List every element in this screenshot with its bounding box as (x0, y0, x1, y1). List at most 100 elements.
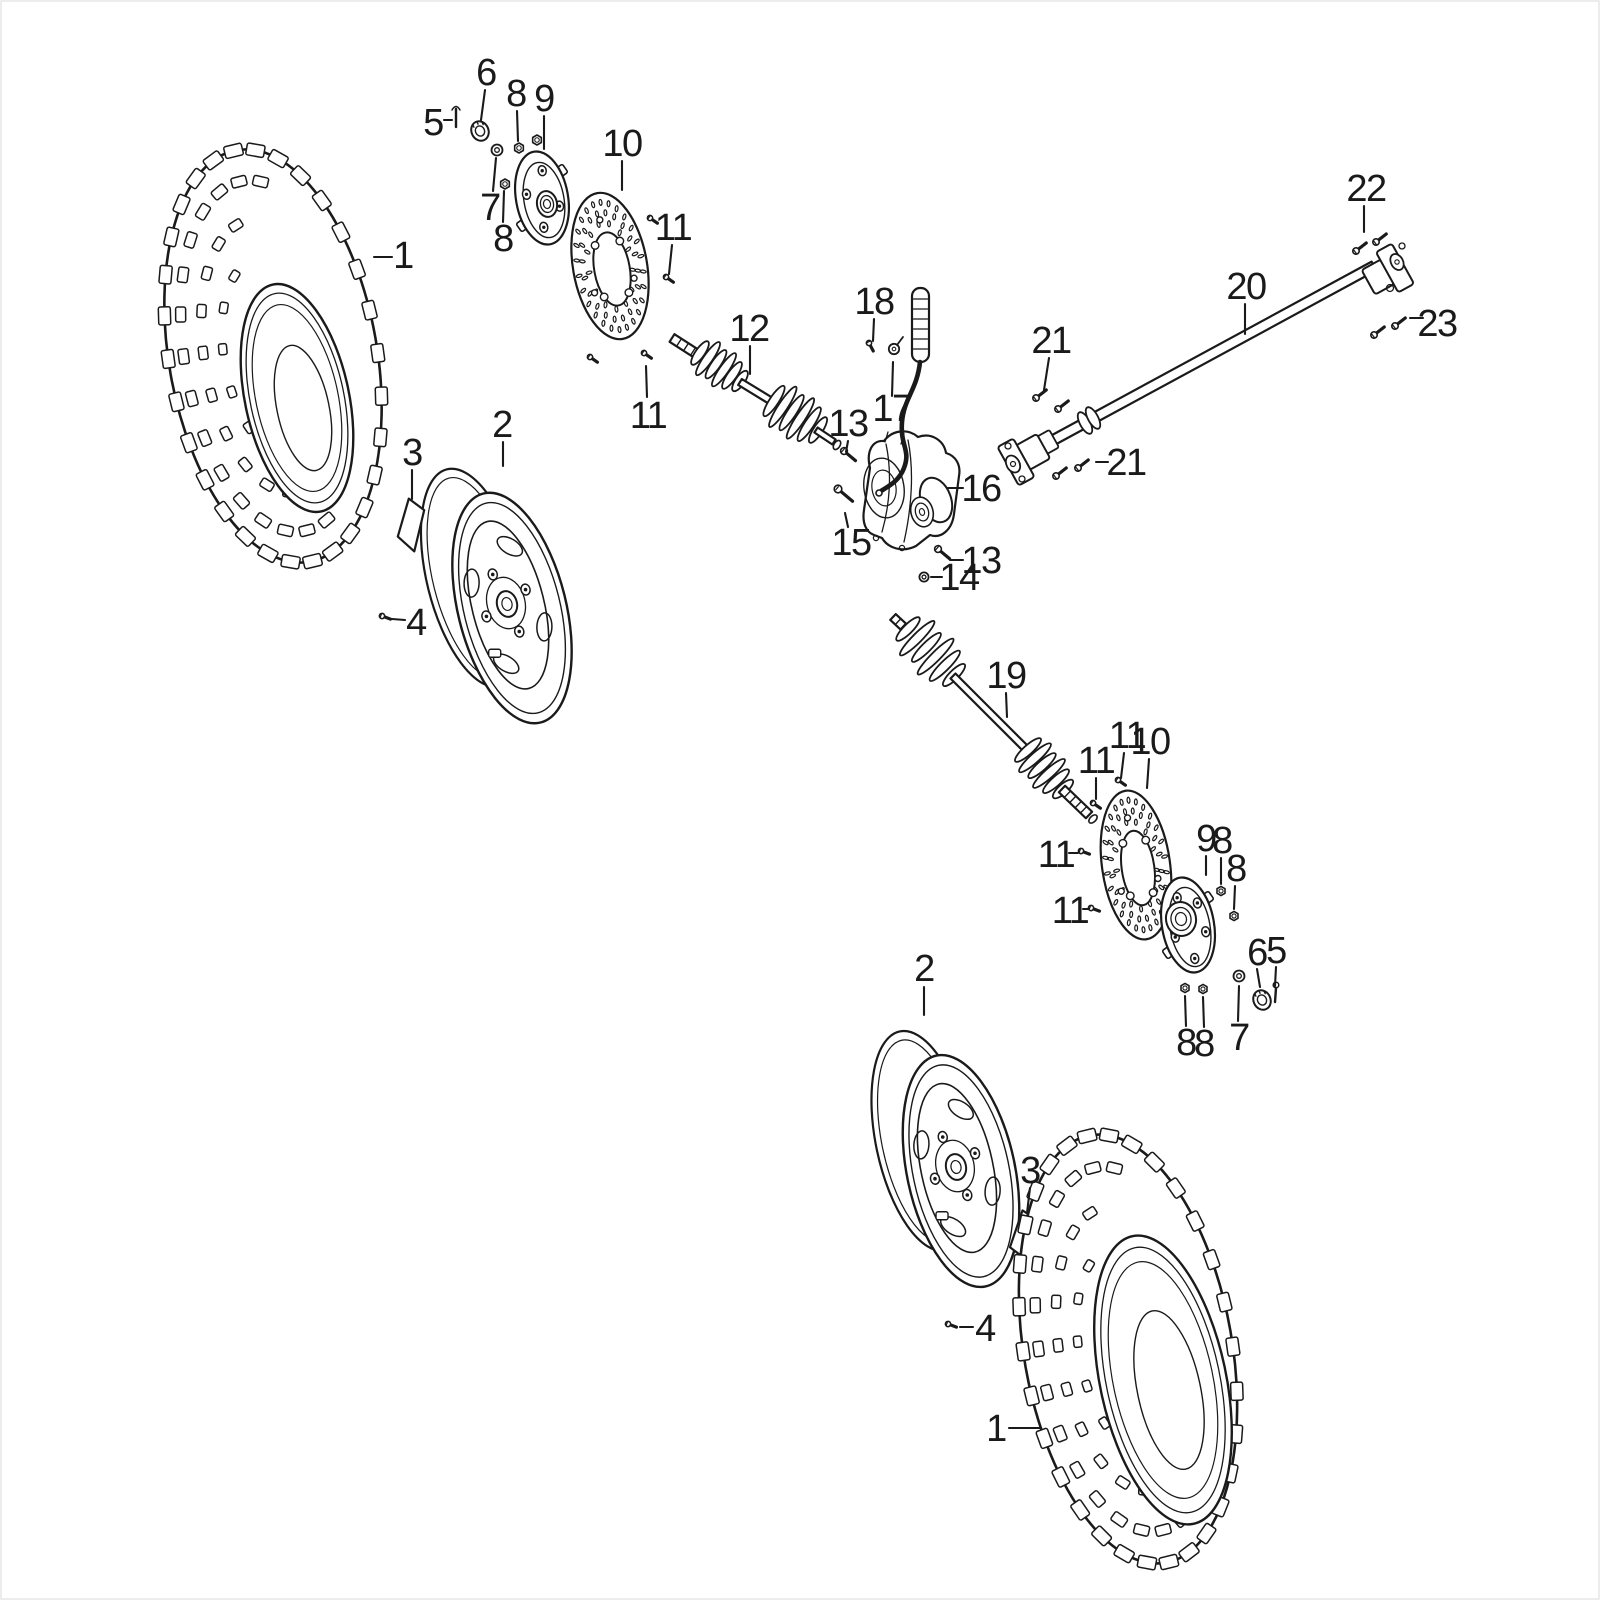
bolt-icon (1371, 232, 1388, 247)
bolt-icon (1077, 847, 1092, 856)
part-label-13: 13 (828, 403, 868, 445)
bolt-icon (1351, 241, 1368, 256)
part-label-15: 15 (831, 522, 871, 564)
part-label-11: 11 (1052, 890, 1089, 932)
bolt-icon (1073, 458, 1090, 473)
part-label-11: 11 (655, 207, 692, 249)
leader-line (390, 617, 407, 622)
leader-line (515, 109, 520, 143)
wheel-rim-right (870, 1029, 1021, 1289)
leader-line (1145, 757, 1151, 790)
part-label-8: 8 (493, 218, 513, 260)
part-label-17: 17 (872, 388, 912, 430)
bolt-icon (1087, 904, 1102, 913)
leader-line (871, 317, 876, 343)
leader-line (844, 439, 850, 454)
leader-line (1119, 751, 1126, 780)
washer-icon (918, 571, 930, 583)
nut-icon (1229, 910, 1239, 922)
nut-icon (1198, 983, 1208, 995)
part-label-10: 10 (1130, 721, 1170, 763)
bolt-icon (865, 339, 875, 353)
leader-line (667, 243, 674, 276)
wheel-hub-left (514, 150, 570, 246)
leader-line (1273, 965, 1278, 988)
leader-line (1025, 1186, 1032, 1215)
wheel-hub-right (1159, 876, 1217, 974)
part-label-21: 21 (1106, 442, 1146, 484)
part-label-21: 21 (1031, 320, 1071, 362)
fasteners (378, 105, 1407, 1329)
hose-clamp-icon (887, 336, 904, 356)
cv-axle-left (668, 333, 842, 451)
part-label-3: 3 (1020, 1150, 1040, 1192)
washer-icon (490, 143, 504, 157)
part-label-4: 4 (975, 1308, 996, 1350)
bolt-icon (662, 273, 675, 284)
part-label-3: 3 (402, 432, 422, 474)
part-label-11: 11 (1038, 834, 1075, 876)
leader-line (1004, 691, 1009, 719)
bolt-icon (933, 544, 952, 561)
bolt-icon (1053, 399, 1070, 414)
leader-line (1042, 356, 1051, 392)
part-label-8: 8 (1176, 1022, 1196, 1064)
nut-icon (531, 134, 543, 146)
part-label-7: 7 (1229, 1017, 1249, 1059)
part-label-11: 11 (630, 395, 667, 437)
nut-icon (513, 142, 525, 154)
leader-line (1183, 994, 1188, 1028)
bolt-icon (1390, 316, 1407, 331)
bolt-icon (839, 446, 858, 463)
part-label-8: 8 (1194, 1023, 1214, 1065)
bolt-icon (640, 349, 653, 360)
part-label-1: 1 (393, 235, 413, 277)
tire-left (157, 142, 389, 570)
part-label-4: 4 (406, 602, 427, 644)
part-label-18: 18 (854, 281, 894, 323)
leader-line (843, 511, 850, 529)
cv-axle-right (889, 612, 1098, 824)
part-label-11: 11 (1109, 715, 1146, 757)
leader-line (491, 156, 498, 193)
part-label-22: 22 (1346, 168, 1386, 210)
part-label-1: 1 (986, 1408, 1006, 1450)
leader-line (479, 88, 487, 122)
washer-icon (1232, 969, 1246, 983)
rim-screw-icon (378, 612, 393, 621)
nut-icon (499, 178, 511, 190)
part-label-23: 23 (1417, 303, 1457, 345)
part-label-8: 8 (506, 73, 526, 115)
part-label-5: 5 (1266, 930, 1286, 972)
castle-nut-icon (1252, 989, 1272, 1011)
bolt-icon (1031, 388, 1048, 403)
propeller-shaft (997, 242, 1414, 486)
part-label-9: 9 (534, 78, 554, 120)
nut-icon (1180, 982, 1190, 994)
part-label-20: 20 (1226, 266, 1266, 308)
bolt-icon (646, 214, 659, 225)
part-label-5: 5 (423, 102, 443, 144)
brake-disc-left (570, 191, 650, 341)
leader-line (1255, 967, 1262, 989)
part-label-14: 14 (939, 557, 980, 599)
bolt-icon (1114, 776, 1127, 787)
part-label-11: 11 (1078, 740, 1115, 782)
leader-line (1201, 995, 1206, 1029)
part-label-10: 10 (602, 123, 642, 165)
part-label-8: 8 (1226, 848, 1246, 890)
rim-screw-icon (944, 1320, 959, 1329)
bolt-icon (1089, 799, 1102, 810)
castle-nut-icon (470, 120, 490, 142)
bolt-icon (833, 484, 855, 503)
tire-right (1012, 1127, 1244, 1571)
bolt-icon (1369, 325, 1386, 340)
part-label-8: 8 (1212, 820, 1232, 862)
part-label-19: 19 (986, 655, 1026, 697)
part-label-12: 12 (729, 308, 769, 350)
cotter-pin-icon (451, 105, 461, 129)
leader-line (501, 189, 506, 224)
